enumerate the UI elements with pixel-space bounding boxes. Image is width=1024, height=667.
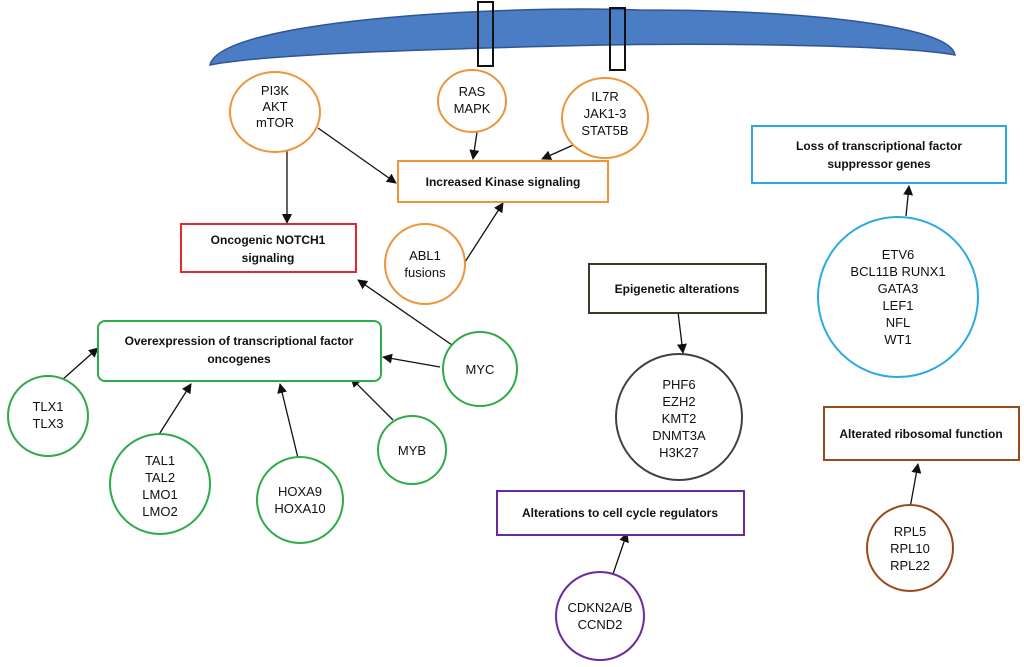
arrow-pi3k-to-kinase (317, 127, 397, 184)
arrow-abl1-to-kinase (464, 202, 504, 263)
cell-membrane (209, 8, 956, 66)
node-il7r-label-1: JAK1-3 (584, 106, 627, 121)
arrow-rpl-to-ribosomal (909, 463, 922, 509)
node-suppressor-label-3: LEF1 (882, 298, 913, 313)
node-tal-label-0: TAL1 (145, 453, 175, 468)
node-epigenetic-label-3: DNMT3A (652, 428, 706, 443)
box-notch: Oncogenic NOTCH1 signaling (180, 223, 357, 273)
box-suppressor-label-1: suppressor genes (827, 157, 931, 171)
arrow-cdkn-to-cellcycle (611, 532, 629, 578)
arrow-hoxa-to-overexpression (277, 383, 299, 459)
arrow-myc-to-notch (357, 279, 453, 346)
node-ribosomal-label-2: RPL22 (890, 558, 930, 573)
node-epigenetic-label-4: H3K27 (659, 445, 699, 460)
node-myc: MYC (442, 331, 518, 407)
node-myc-label-0: MYC (466, 362, 495, 377)
node-cdkn-label-0: CDKN2A/B (567, 600, 632, 615)
node-suppressor-label-0: ETV6 (882, 247, 915, 262)
node-pi3k-label-0: PI3K (261, 83, 290, 98)
box-cell-cycle: Alterations to cell cycle regulators (496, 490, 745, 536)
node-cdkn: CDKN2A/B CCND2 (555, 571, 645, 661)
node-il7r-label-2: STAT5B (581, 123, 628, 138)
arrow-tal-to-overexpression (157, 383, 192, 437)
node-suppressor-label-5: WT1 (884, 332, 911, 347)
node-tal-label-3: LMO2 (142, 504, 177, 519)
node-tal-label-1: TAL2 (145, 470, 175, 485)
box-overexpression-label-1: oncogenes (207, 352, 271, 366)
box-kinase-label-0: Increased Kinase signaling (426, 175, 581, 189)
node-pi3k-label-2: mTOR (256, 115, 294, 130)
arrow-tlx-to-overexpression (61, 347, 99, 381)
node-tlx-label-0: TLX1 (32, 399, 63, 414)
node-epigenetic-label-1: EZH2 (662, 394, 695, 409)
receptor-right (609, 7, 626, 71)
node-epigenetic-label-2: KMT2 (662, 411, 697, 426)
box-ribosomal-label-0: Alterated ribosomal function (839, 427, 1002, 441)
node-suppressor-label-2: GATA3 (878, 281, 919, 296)
box-suppressor-label-0: Loss of transcriptional factor (796, 139, 962, 153)
node-hoxa-label-0: HOXA9 (278, 484, 322, 499)
node-pi3k: PI3K AKT mTOR (229, 71, 321, 153)
node-hoxa: HOXA9 HOXA10 (256, 456, 344, 544)
node-suppressor-genes: ETV6 BCL11B RUNX1 GATA3 LEF1 NFL WT1 (817, 216, 979, 378)
node-abl1: ABL1 fusions (384, 223, 466, 305)
node-ras: RAS MAPK (437, 69, 507, 133)
node-ras-label-0: RAS (459, 84, 486, 99)
node-myb-label-0: MYB (398, 443, 426, 458)
arrow-epigenetic-box-to-genes (676, 311, 687, 354)
node-myb: MYB (377, 415, 447, 485)
box-overexpression: Overexpression of transcriptional factor… (97, 320, 382, 382)
box-cell-cycle-label-0: Alterations to cell cycle regulators (522, 506, 718, 520)
arrow-suppressor-genes-to-box (903, 185, 914, 217)
node-ras-label-1: MAPK (454, 101, 491, 116)
node-tal: TAL1 TAL2 LMO1 LMO2 (109, 433, 211, 535)
node-ribosomal-label-1: RPL10 (890, 541, 930, 556)
node-abl1-label-1: fusions (404, 265, 446, 280)
box-notch-label-1: signaling (242, 251, 295, 265)
box-kinase: Increased Kinase signaling (397, 160, 609, 203)
box-epigenetic: Epigenetic alterations (588, 263, 767, 314)
arrow-myc-to-overexpression (382, 353, 441, 368)
box-overexpression-label-0: Overexpression of transcriptional factor (125, 334, 354, 348)
node-hoxa-label-1: HOXA10 (274, 501, 325, 516)
node-tal-label-2: LMO1 (142, 487, 177, 502)
arrows (61, 127, 922, 578)
node-tlx: TLX1 TLX3 (7, 375, 89, 457)
node-abl1-label-0: ABL1 (409, 248, 441, 263)
box-notch-label-0: Oncogenic NOTCH1 (211, 233, 326, 247)
node-ribosomal-genes: RPL5 RPL10 RPL22 (866, 504, 954, 592)
arrow-ras-to-kinase (469, 131, 480, 160)
arrow-myb-to-overexpression (350, 377, 394, 421)
node-pi3k-label-1: AKT (262, 99, 287, 114)
node-suppressor-label-4: NFL (886, 315, 911, 330)
node-ribosomal-label-0: RPL5 (894, 524, 927, 539)
node-il7r-label-0: IL7R (591, 89, 618, 104)
node-il7r: IL7R JAK1-3 STAT5B (561, 77, 649, 159)
box-suppressor: Loss of transcriptional factor suppresso… (751, 125, 1007, 184)
node-cdkn-label-1: CCND2 (578, 617, 623, 632)
receptor-left (477, 1, 494, 67)
node-tlx-label-1: TLX3 (32, 416, 63, 431)
node-epigenetic-genes: PHF6 EZH2 KMT2 DNMT3A H3K27 (615, 353, 743, 481)
node-epigenetic-label-0: PHF6 (662, 377, 695, 392)
box-ribosomal: Alterated ribosomal function (823, 406, 1020, 461)
node-suppressor-label-1: BCL11B RUNX1 (850, 264, 945, 279)
box-epigenetic-label-0: Epigenetic alterations (615, 282, 740, 296)
